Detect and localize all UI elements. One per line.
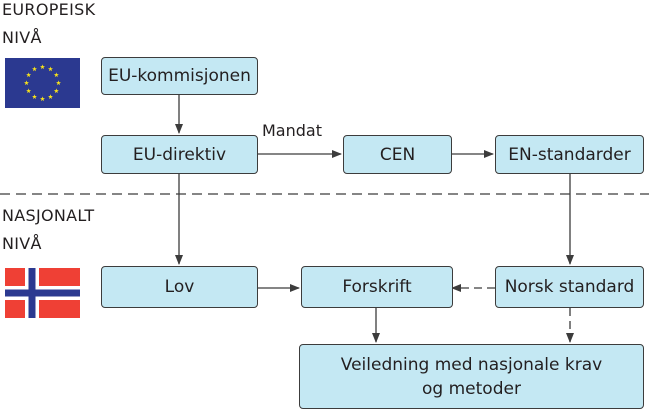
node-guidance: Veiledning med nasjonale krav og metoder xyxy=(299,344,644,409)
node-law-label: Lov xyxy=(164,277,195,297)
node-law: Lov xyxy=(101,266,258,308)
level-label-european: EUROPEISK NIVÅ xyxy=(2,0,95,52)
eu-star-icon xyxy=(26,88,32,94)
node-cen: CEN xyxy=(343,135,452,174)
node-norwegian-standard: Norsk standard xyxy=(495,266,644,308)
level-label-national-line1: NASJONALT xyxy=(2,206,95,225)
node-guidance-label-line2: og metoder xyxy=(422,378,521,399)
node-eu-directive-label: EU-direktiv xyxy=(132,144,227,165)
eu-star-icon xyxy=(32,94,37,99)
eu-star-icon xyxy=(56,80,61,86)
node-eu-commission: EU-kommisjonen xyxy=(101,57,258,95)
node-regulation-label: Forskrift xyxy=(342,277,412,297)
edge-label-mandat: Mandat xyxy=(262,121,322,140)
eu-star-icon xyxy=(40,64,45,70)
eu-star-icon xyxy=(24,80,29,86)
node-regulation: Forskrift xyxy=(301,266,453,308)
node-eu-directive: EU-direktiv xyxy=(101,135,258,174)
eu-star-icon xyxy=(26,72,32,78)
eu-star-icon xyxy=(48,66,53,72)
level-label-european-line1: EUROPEISK xyxy=(2,0,96,19)
eu-flag-icon xyxy=(5,58,80,108)
level-label-national: NASJONALT NIVÅ xyxy=(2,202,94,258)
level-label-national-line2: NIVÅ xyxy=(2,234,42,253)
node-eu-commission-label: EU-kommisjonen xyxy=(108,66,251,86)
eu-star-icon xyxy=(53,72,59,78)
node-norwegian-standard-label: Norsk standard xyxy=(504,277,635,297)
norway-flag-icon xyxy=(5,268,80,318)
level-label-european-line2: NIVÅ xyxy=(2,28,42,47)
eu-star-icon xyxy=(32,66,37,72)
eu-star-icon xyxy=(48,94,53,99)
eu-star-icon xyxy=(53,88,59,94)
node-guidance-label-line1: Veiledning med nasjonale krav xyxy=(340,354,603,375)
eu-star-icon xyxy=(40,96,45,102)
node-en-standards: EN-standarder xyxy=(495,135,644,174)
node-cen-label: CEN xyxy=(379,144,416,165)
node-en-standards-label: EN-standarder xyxy=(508,144,631,165)
